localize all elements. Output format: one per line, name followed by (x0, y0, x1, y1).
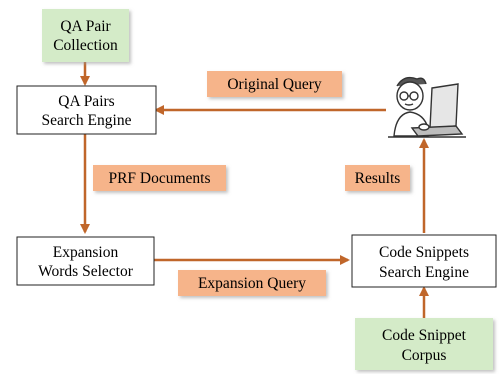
expansion-query-text: Expansion Query (198, 275, 306, 292)
label-prf-documents: PRF Documents (93, 165, 226, 191)
qa-pairs-search-engine-line1: QA Pairs (58, 93, 114, 110)
original-query-text: Original Query (227, 76, 322, 93)
qa-pairs-search-engine-line2: Search Engine (42, 112, 132, 129)
node-qa-pair-collection: QA Pair Collection (42, 9, 129, 62)
label-original-query: Original Query (207, 71, 342, 97)
code-snippet-corpus-line1: Code Snippet (382, 327, 467, 344)
expansion-words-selector-line1: Expansion (53, 244, 119, 261)
node-code-snippets-search-engine: Code Snippets Search Engine (351, 234, 497, 288)
label-expansion-query: Expansion Query (178, 270, 326, 296)
node-expansion-words-selector: Expansion Words Selector (16, 236, 155, 286)
code-snippets-search-engine-line2: Search Engine (379, 264, 469, 281)
results-text: Results (355, 170, 401, 187)
node-qa-pairs-search-engine: QA Pairs Search Engine (16, 85, 157, 135)
node-code-snippet-corpus: Code Snippet Corpus (355, 318, 493, 370)
user-at-laptop-icon (388, 76, 466, 138)
qa-pair-collection-line2: Collection (53, 37, 118, 54)
qa-pair-collection-line1: QA Pair (60, 18, 111, 35)
arrows (80, 62, 429, 318)
code-snippets-search-engine-line1: Code Snippets (379, 244, 469, 261)
code-snippet-corpus-line2: Corpus (402, 347, 447, 364)
expansion-words-selector-line2: Words Selector (38, 263, 134, 280)
prf-documents-text: PRF Documents (108, 170, 210, 187)
label-results: Results (345, 165, 410, 191)
